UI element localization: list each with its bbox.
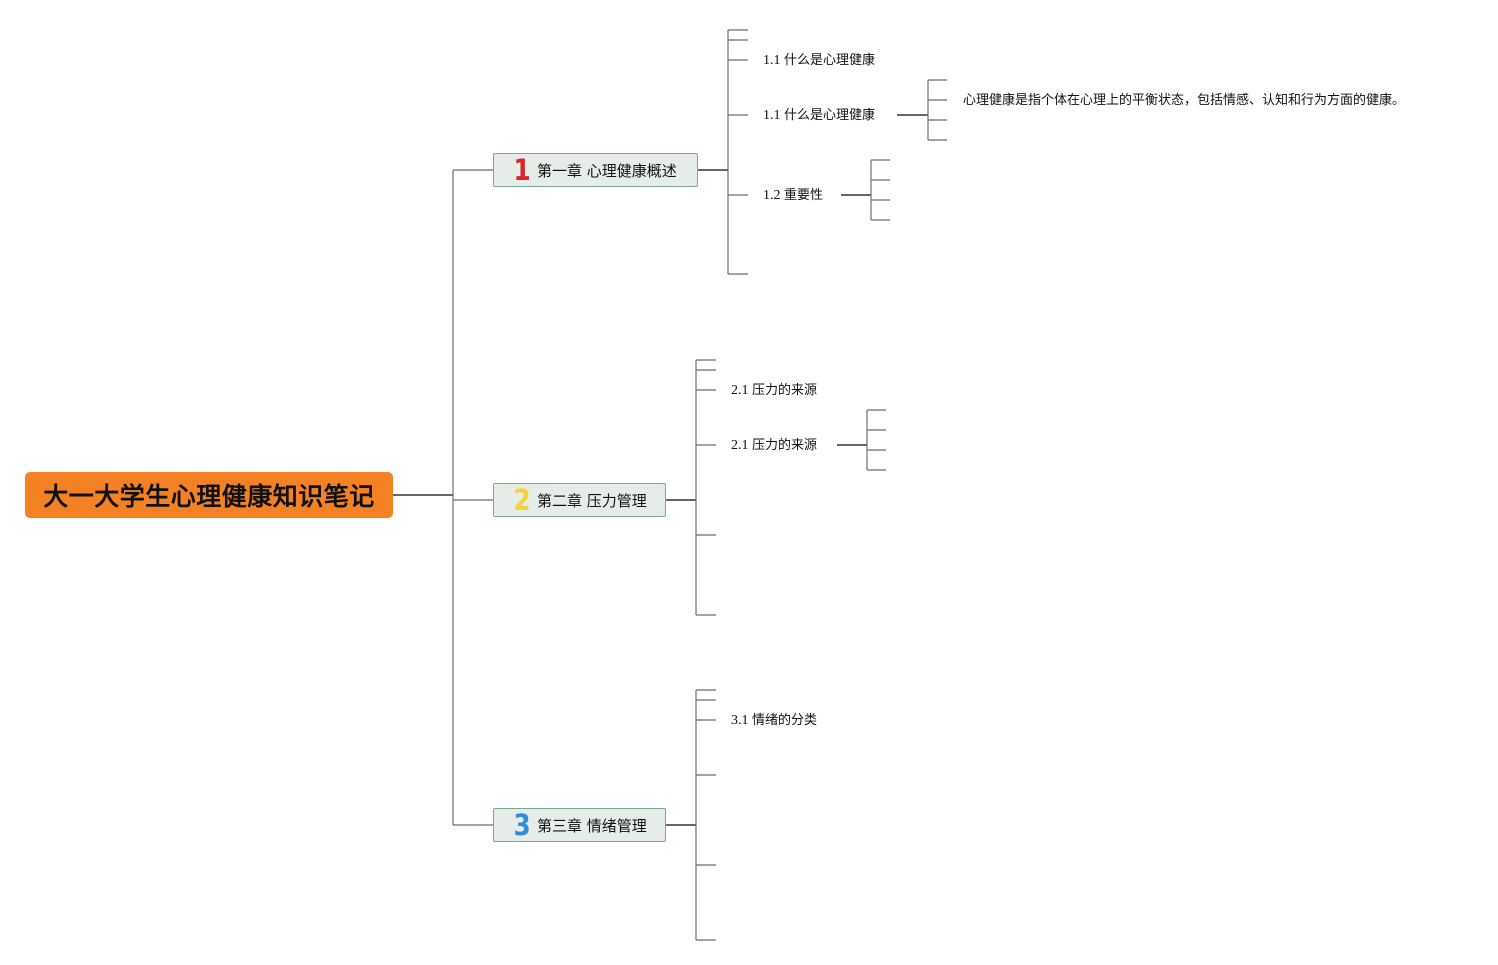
chapter-1-label: 第一章 心理健康概述 bbox=[537, 161, 677, 180]
topic-3-1-label: 情绪的分类 bbox=[752, 713, 818, 728]
root-topic[interactable]: 大一大学生心理健康知识笔记 bbox=[25, 472, 393, 518]
topic-1-2[interactable]: 1.2 重要性 bbox=[763, 188, 823, 204]
chapter-3-node[interactable]: 3 第三章 情绪管理 bbox=[493, 808, 666, 842]
chapter-3-label: 第三章 情绪管理 bbox=[537, 816, 647, 835]
topic-1-1-a[interactable]: 1.1 什么是心理健康 bbox=[763, 53, 875, 69]
topic-1-1-b-number: 1.1 bbox=[763, 108, 781, 123]
topic-2-1-b-label: 压力的来源 bbox=[752, 438, 818, 453]
topic-1-2-number: 1.2 bbox=[763, 188, 781, 203]
topic-1-2-label: 重要性 bbox=[784, 188, 824, 203]
topic-2-1-a-label: 压力的来源 bbox=[752, 383, 818, 398]
root-topic-label: 大一大学生心理健康知识笔记 bbox=[43, 482, 375, 511]
chapter-2-label: 第二章 压力管理 bbox=[537, 491, 647, 510]
chapter-2-number-icon: 2 bbox=[513, 482, 531, 517]
topic-1-1-a-label: 什么是心理健康 bbox=[784, 53, 876, 68]
topic-1-1-a-number: 1.1 bbox=[763, 53, 781, 68]
topic-2-1-a[interactable]: 2.1 压力的来源 bbox=[731, 383, 817, 399]
topic-1-1-b-detail[interactable]: 心理健康是指个体在心理上的平衡状态，包括情感、认知和行为方面的健康。 bbox=[963, 93, 1406, 108]
chapter-1-number-icon: 1 bbox=[513, 152, 531, 187]
topic-2-1-a-number: 2.1 bbox=[731, 383, 749, 398]
topic-1-1-b[interactable]: 1.1 什么是心理健康 bbox=[763, 108, 875, 124]
chapter-2-node[interactable]: 2 第二章 压力管理 bbox=[493, 483, 666, 517]
chapter-1-node[interactable]: 1 第一章 心理健康概述 bbox=[493, 153, 698, 187]
topic-2-1-b-number: 2.1 bbox=[731, 438, 749, 453]
topic-2-1-b[interactable]: 2.1 压力的来源 bbox=[731, 438, 817, 454]
topic-1-1-b-label: 什么是心理健康 bbox=[784, 108, 876, 123]
topic-3-1[interactable]: 3.1 情绪的分类 bbox=[731, 713, 817, 729]
chapter-3-number-icon: 3 bbox=[513, 807, 531, 842]
topic-3-1-number: 3.1 bbox=[731, 713, 749, 728]
